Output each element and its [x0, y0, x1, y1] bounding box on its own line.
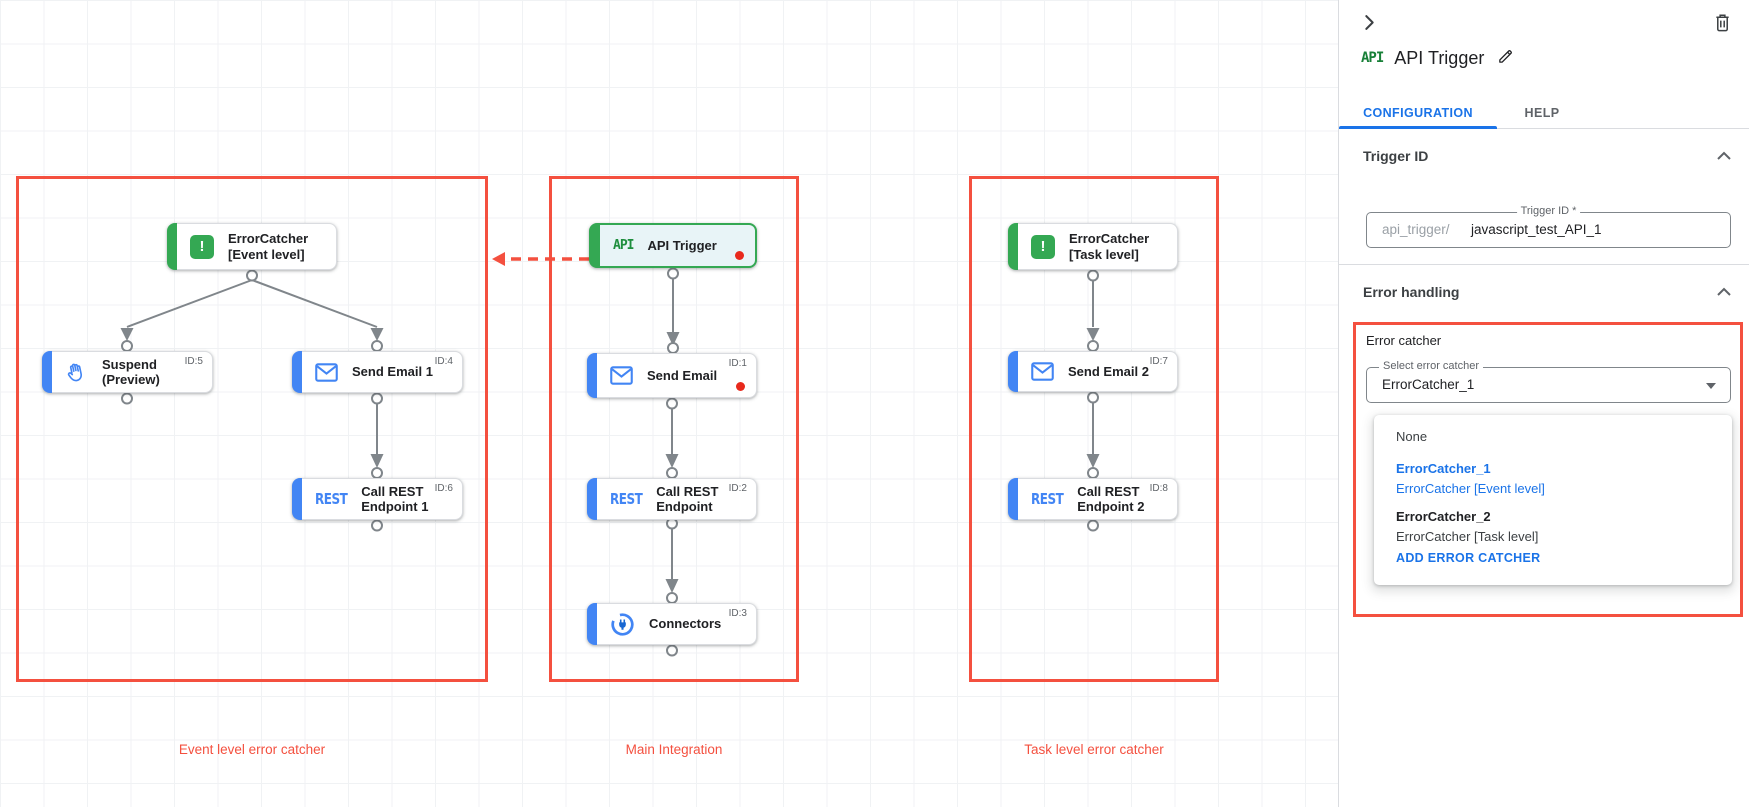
integration-canvas[interactable]: ! ErrorCatcher [Event level] Suspend (Pr… — [0, 0, 1338, 807]
node-label: Call REST Endpoint — [656, 483, 719, 515]
node-id: ID:2 — [728, 483, 747, 494]
section-error-handling: Error handling — [1363, 284, 1460, 300]
select-caret-icon — [1706, 383, 1716, 389]
node-connectors[interactable]: Connectors ID:3 — [587, 603, 757, 645]
main-integration-group-label: Main Integration — [625, 742, 723, 757]
trigger-id-value[interactable]: javascript_test_API_1 — [1471, 222, 1602, 237]
node-call-rest-endpoint-2[interactable]: REST Call REST Endpoint 2 ID:8 — [1008, 478, 1178, 520]
error-catcher-select-value: ErrorCatcher_1 — [1382, 377, 1475, 392]
option-error-catcher-2[interactable]: ErrorCatcher_2 ErrorCatcher [Task level] — [1396, 509, 1539, 544]
node-label: Call REST Endpoint 1 — [361, 483, 429, 515]
node-label: Send Email 1 — [352, 364, 433, 380]
node-accent — [590, 224, 600, 267]
node-call-rest-endpoint-1[interactable]: REST Call REST Endpoint 1 ID:6 — [292, 478, 463, 520]
node-accent — [167, 223, 177, 270]
error-catcher-icon: ! — [1031, 234, 1055, 259]
node-label: Send Email 2 — [1068, 363, 1149, 379]
node-accent — [1008, 478, 1018, 520]
email-icon — [610, 366, 633, 385]
task-level-group-box — [969, 176, 1219, 682]
node-api-trigger[interactable]: API API Trigger — [589, 223, 757, 268]
rest-icon: REST — [610, 490, 643, 508]
section-divider — [1339, 264, 1749, 265]
node-label: ErrorCatcher [Task level] — [1069, 231, 1150, 262]
add-error-catcher-button[interactable]: ADD ERROR CATCHER — [1396, 551, 1541, 565]
node-id: ID:3 — [728, 608, 747, 619]
node-accent — [42, 351, 52, 393]
error-catcher-highlight-box: Error catcher Select error catcher Error… — [1353, 322, 1743, 617]
trigger-id-field-label: Trigger ID * — [1516, 205, 1581, 217]
node-error-catcher-task[interactable]: ! ErrorCatcher [Task level] — [1008, 223, 1178, 270]
node-id: ID:1 — [728, 358, 747, 369]
error-indicator-dot — [736, 382, 745, 391]
node-send-email-2[interactable]: Send Email 2 ID:7 — [1008, 351, 1178, 392]
node-label: API Trigger — [647, 237, 717, 253]
node-label: Send Email — [647, 367, 718, 383]
error-indicator-dot — [735, 251, 744, 260]
edges-layer — [120, 252, 1100, 657]
node-accent — [587, 603, 597, 645]
node-id: ID:4 — [434, 356, 453, 367]
node-label: Suspend (Preview) — [102, 356, 160, 388]
collapse-trigger-id-icon[interactable] — [1717, 148, 1731, 163]
delete-trigger-icon[interactable] — [1712, 11, 1733, 37]
api-icon: API — [613, 238, 635, 253]
main-integration-group-box — [549, 176, 799, 682]
node-suspend[interactable]: Suspend (Preview) ID:5 — [42, 351, 213, 393]
config-panel: API API Trigger CONFIGURATION HELP Trigg… — [1338, 0, 1749, 807]
error-catcher-select[interactable]: Select error catcher ErrorCatcher_1 — [1366, 360, 1731, 403]
edit-title-icon[interactable] — [1495, 46, 1516, 70]
node-id: ID:5 — [184, 356, 203, 367]
node-label: ErrorCatcher [Event level] — [228, 231, 309, 262]
event-level-group-label: Event level error catcher — [178, 742, 326, 757]
node-accent — [1008, 351, 1018, 392]
error-catcher-dropdown: None ErrorCatcher_1 ErrorCatcher [Event … — [1374, 415, 1732, 585]
node-accent — [587, 478, 597, 520]
error-catcher-link-arrow — [492, 252, 589, 266]
collapse-error-handling-icon[interactable] — [1717, 284, 1731, 299]
hand-icon — [65, 361, 88, 384]
node-accent — [292, 351, 302, 393]
error-catcher-select-label: Select error catcher — [1379, 360, 1483, 372]
rest-icon: REST — [1031, 490, 1064, 508]
panel-title-row: API API Trigger — [1361, 46, 1516, 70]
email-icon — [315, 362, 338, 382]
node-label: Connectors — [649, 616, 722, 632]
node-id: ID:6 — [434, 483, 453, 494]
email-icon — [1031, 362, 1054, 381]
task-level-group-label: Task level error catcher — [1024, 742, 1164, 757]
panel-title: API Trigger — [1394, 47, 1485, 68]
event-level-group-box — [16, 176, 488, 682]
option-error-catcher-1[interactable]: ErrorCatcher_1 ErrorCatcher [Event level… — [1396, 461, 1545, 496]
node-error-catcher-event[interactable]: ! ErrorCatcher [Event level] — [167, 223, 337, 270]
node-accent — [587, 353, 597, 398]
connectors-icon — [610, 612, 635, 637]
tab-help[interactable]: HELP — [1507, 96, 1577, 129]
node-send-email[interactable]: Send Email ID:1 — [587, 353, 757, 398]
node-accent — [1008, 223, 1018, 270]
collapse-panel-icon[interactable] — [1359, 12, 1380, 36]
node-call-rest-endpoint[interactable]: REST Call REST Endpoint ID:2 — [587, 478, 757, 520]
option-none[interactable]: None — [1396, 429, 1428, 444]
node-id: ID:7 — [1149, 356, 1168, 367]
node-id: ID:8 — [1149, 483, 1168, 494]
tab-configuration[interactable]: CONFIGURATION — [1339, 96, 1497, 129]
node-label: Call REST Endpoint 2 — [1077, 483, 1145, 515]
rest-icon: REST — [315, 490, 348, 508]
active-tab-underline — [1339, 126, 1497, 129]
trigger-id-prefix: api_trigger/ — [1382, 222, 1450, 237]
node-send-email-1[interactable]: Send Email 1 ID:4 — [292, 351, 463, 393]
error-catcher-group-label: Error catcher — [1366, 333, 1442, 348]
panel-tabs: CONFIGURATION HELP — [1339, 96, 1749, 129]
section-trigger-id: Trigger ID — [1363, 148, 1429, 164]
api-trigger-icon: API — [1361, 50, 1384, 66]
trigger-id-field[interactable]: Trigger ID * api_trigger/ javascript_tes… — [1366, 205, 1731, 248]
error-catcher-icon: ! — [190, 234, 214, 259]
node-accent — [292, 478, 302, 520]
